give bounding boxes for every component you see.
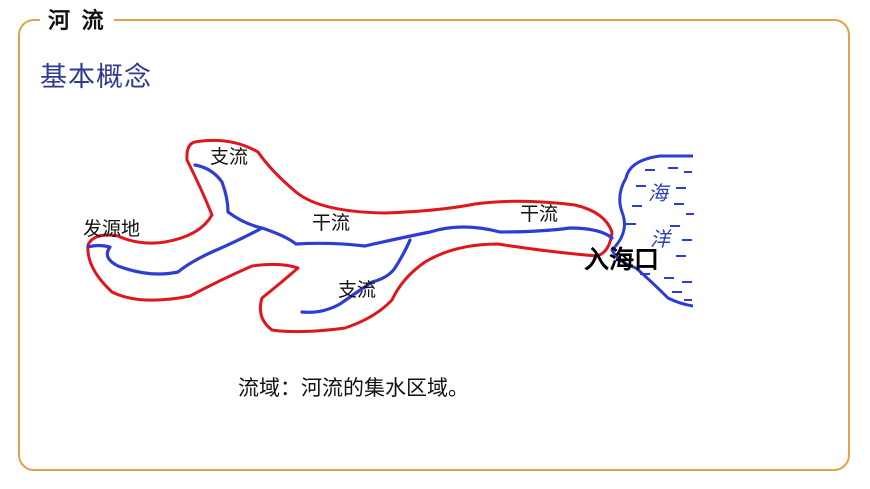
label-main-stream-middle: 干流: [312, 212, 350, 234]
sea-wave-marks: [626, 167, 694, 301]
label-river-mouth: 入海口: [584, 245, 659, 274]
basin-boundary: [86, 138, 614, 334]
label-main-stream-right: 干流: [520, 203, 558, 225]
label-tributary-lower: 支流: [338, 279, 376, 301]
page-subtitle: 基本概念: [40, 62, 152, 93]
basin-definition-caption: 流域：河流的集水区域。: [238, 376, 469, 400]
content-frame: [18, 19, 850, 471]
label-tributary-upper: 支流: [210, 146, 248, 168]
upper-tributary: [193, 163, 264, 230]
label-source: 发源地: [83, 218, 140, 240]
river-network: [86, 163, 614, 314]
sea-area: 海 洋: [610, 154, 694, 308]
main-stream: [86, 225, 614, 276]
sea-label-char-2: 洋: [650, 227, 672, 251]
lower-tributary: [300, 238, 412, 314]
section-title: 河 流: [40, 6, 114, 36]
sea-label-char-1: 海: [648, 181, 671, 205]
sea-coastline: [610, 154, 694, 308]
